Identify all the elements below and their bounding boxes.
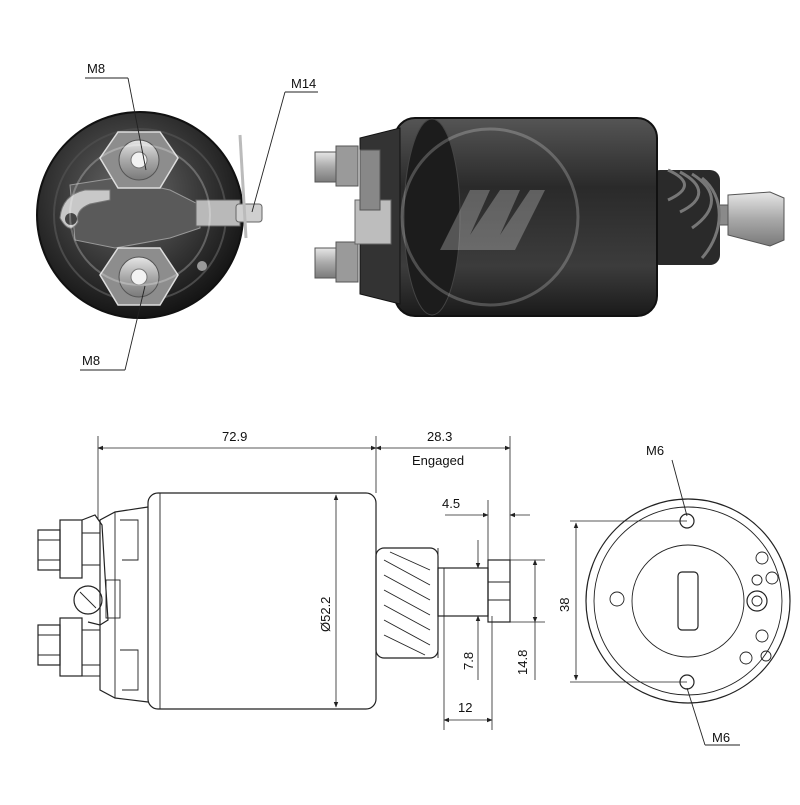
side-top-stud xyxy=(314,145,359,187)
dim-plunger-length: 12 xyxy=(458,700,472,715)
label-m8-bottom: M8 xyxy=(82,353,100,368)
dim-engaged-travel: 28.3 xyxy=(427,429,452,444)
label-m8-top: M8 xyxy=(87,61,105,76)
drawing-dimensions xyxy=(97,436,545,730)
dim-body-diameter: Ø52.2 xyxy=(318,597,333,632)
drawing-bottom-terminal xyxy=(37,617,101,690)
photo-end-view xyxy=(36,111,263,319)
bottom-terminal-nut xyxy=(99,247,179,306)
dim-plunger-width: 7.8 xyxy=(461,652,476,670)
top-terminal-nut xyxy=(99,131,179,189)
label-m14: M14 xyxy=(291,76,316,91)
photo-callouts xyxy=(80,77,318,371)
end-view-dimensions xyxy=(570,459,740,746)
drawing-control-terminal xyxy=(73,514,121,626)
dim-body-length: 72.9 xyxy=(222,429,247,444)
photo-side-view xyxy=(314,117,785,317)
control-terminal xyxy=(195,134,263,239)
label-m6-bottom: M6 xyxy=(712,730,730,745)
label-m6-top: M6 xyxy=(646,443,664,458)
drawing-spring xyxy=(375,547,439,659)
drawing-end-view xyxy=(585,498,791,704)
dim-plunger-step: 4.5 xyxy=(442,496,460,511)
drawing-top-terminal xyxy=(37,519,100,579)
dim-hole-spacing: 38 xyxy=(557,598,572,612)
dim-head-height: 14.8 xyxy=(515,650,530,675)
dim-engaged-label: Engaged xyxy=(412,453,464,468)
drawing-side-view xyxy=(37,492,511,710)
side-bottom-stud xyxy=(314,241,359,283)
